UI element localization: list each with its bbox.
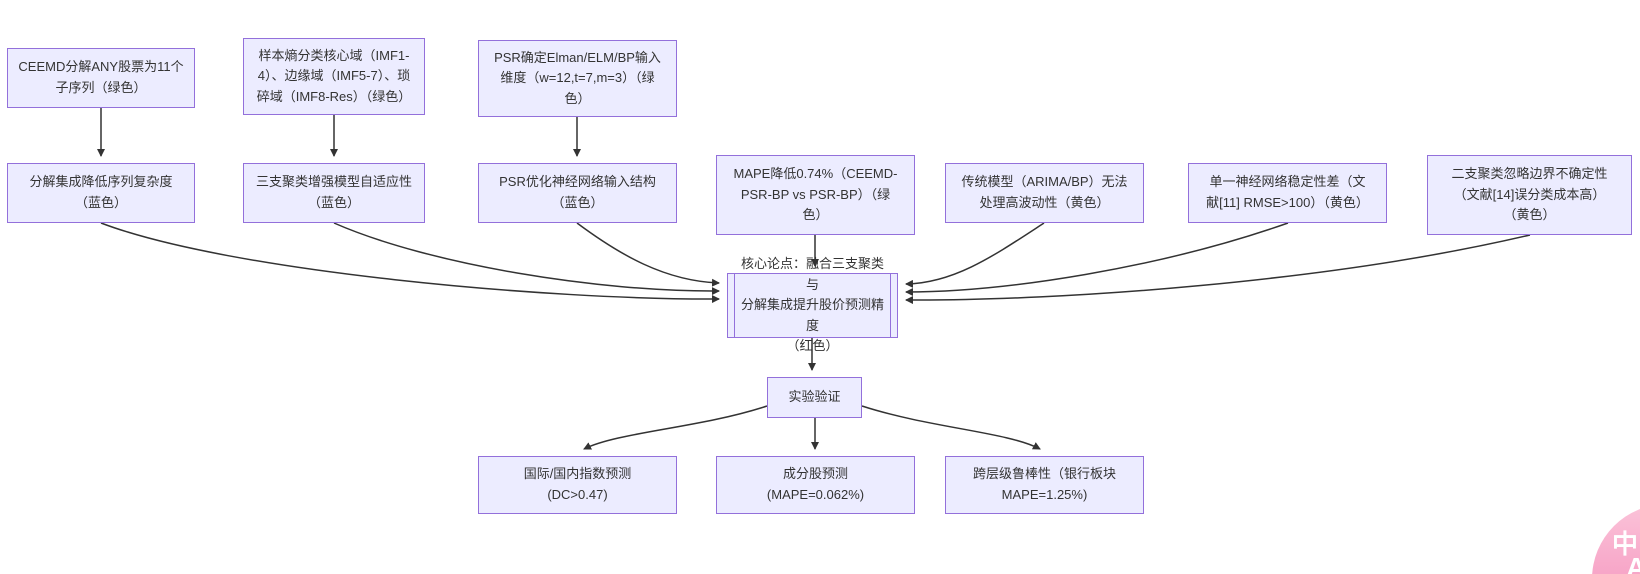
edge-structure-to-thesis xyxy=(576,222,720,287)
node-ceemd-decomposition: CEEMD分解ANY股票为11个 子序列（绿色） xyxy=(7,48,195,108)
node-label: MAPE降低0.74%（CEEMD- PSR-BP vs PSR-BP）（绿 色… xyxy=(733,166,898,223)
subroutine-border-left xyxy=(734,274,735,337)
node-label: PSR优化神经网络输入结构 （蓝色） xyxy=(499,174,656,210)
edge-validation-to-robustness xyxy=(861,405,1041,450)
edge-singlenn-to-thesis xyxy=(905,222,1289,296)
node-label: 国际/国内指数预测 (DC>0.47) xyxy=(523,466,632,502)
node-label: 三支聚类增强模型自适应性 （蓝色） xyxy=(255,174,412,210)
node-decomposition-reduces-complexity: 分解集成降低序列复杂度 （蓝色） xyxy=(7,163,195,223)
node-experimental-validation: 实验验证 xyxy=(767,377,862,418)
edge-twoway-to-thesis xyxy=(905,234,1531,305)
node-index-prediction: 国际/国内指数预测 (DC>0.47) xyxy=(478,456,677,514)
node-mape-reduction: MAPE降低0.74%（CEEMD- PSR-BP vs PSR-BP）（绿 色… xyxy=(716,155,915,235)
node-two-way-clustering-limitation: 二支聚类忽略边界不确定性 （文献[14]误分类成本高） （黄色） xyxy=(1427,155,1632,235)
translate-button-cn-glyph: 中 xyxy=(1612,529,1639,559)
node-label: 跨层级鲁棒性（银行板块 MAPE=1.25%) xyxy=(972,466,1116,502)
node-core-thesis: 核心论点：融合三支聚类与 分解集成提升股价预测精度 （红色） xyxy=(727,256,898,353)
node-label: 样本熵分类核心域（IMF1- 4）、边缘域（IMF5-7）、琐 碎域（IMF8-… xyxy=(256,47,412,104)
node-three-way-clustering-adaptivity: 三支聚类增强模型自适应性 （蓝色） xyxy=(243,163,425,223)
node-label: 分解集成降低序列复杂度 （蓝色） xyxy=(29,174,173,210)
node-sample-entropy-classification: 样本熵分类核心域（IMF1- 4）、边缘域（IMF5-7）、琐 碎域（IMF8-… xyxy=(243,38,425,115)
node-label: 成分股预测 (MAPE=0.062%) xyxy=(766,466,865,502)
node-label: 单一神经网络稳定性差（文 献[11] RMSE>100）（黄色） xyxy=(1206,174,1369,210)
edge-adaptivity-to-thesis xyxy=(333,222,720,296)
edge-complexity-to-thesis xyxy=(100,222,720,304)
node-label: PSR确定Elman/ELM/BP输入 维度（w=12,t=7,m=3）（绿 色… xyxy=(494,49,661,106)
node-constituent-stock-prediction: 成分股预测 (MAPE=0.062%) xyxy=(716,456,915,514)
node-psr-input-dimension: PSR确定Elman/ELM/BP输入 维度（w=12,t=7,m=3）（绿 色… xyxy=(478,40,677,117)
edge-traditional-to-thesis xyxy=(905,222,1045,288)
translate-button-en-glyph: A xyxy=(1626,552,1640,574)
node-traditional-model-limitation: 传统模型（ARIMA/BP）无法 处理高波动性（黄色） xyxy=(945,163,1144,223)
subroutine-border-right xyxy=(890,274,891,337)
node-cross-level-robustness: 跨层级鲁棒性（银行板块 MAPE=1.25%) xyxy=(945,456,1144,514)
edge-validation-to-index xyxy=(583,405,768,450)
node-label: 二支聚类忽略边界不确定性 （文献[14]误分类成本高） （黄色） xyxy=(1451,166,1608,223)
node-psr-optimizes-input-structure: PSR优化神经网络输入结构 （蓝色） xyxy=(478,163,677,223)
node-single-nn-instability: 单一神经网络稳定性差（文 献[11] RMSE>100）（黄色） xyxy=(1188,163,1387,223)
node-label: 核心论点：融合三支聚类与 分解集成提升股价预测精度 （红色） xyxy=(740,256,884,354)
node-label: 实验验证 xyxy=(788,389,841,405)
node-label: 传统模型（ARIMA/BP）无法 处理高波动性（黄色） xyxy=(961,174,1128,210)
translate-button[interactable]: 中 A xyxy=(1592,504,1640,574)
node-label: CEEMD分解ANY股票为11个 子序列（绿色） xyxy=(18,59,184,95)
